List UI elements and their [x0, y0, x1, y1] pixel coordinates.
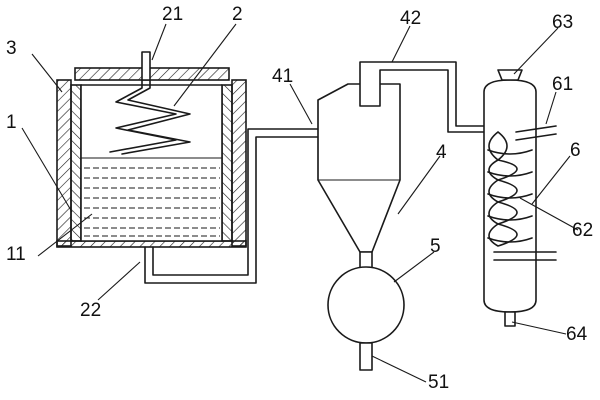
label-63: 63: [552, 12, 573, 33]
cyclone-neck: [359, 251, 373, 269]
label-61: 61: [552, 74, 573, 95]
right-inner-wall: [221, 84, 233, 242]
condenser-shell: [483, 79, 537, 313]
label-4: 4: [436, 142, 447, 163]
inlet-pipe: [141, 51, 151, 81]
label-11: 11: [6, 244, 26, 265]
label-64: 64: [566, 324, 588, 345]
label-41: 41: [272, 66, 293, 87]
left-outer-wall: [56, 79, 72, 247]
collector-drain: [359, 342, 373, 371]
label-62: 62: [572, 220, 593, 241]
vessel-bottom: [56, 240, 247, 248]
part-labels: 3 1 11 21 2 22 41 42 4 5 51 63 61 6 62 6…: [6, 4, 593, 393]
left-inner-wall: [70, 84, 82, 242]
label-5: 5: [430, 236, 441, 257]
coolant-outlet: [493, 251, 557, 261]
right-outer-wall: [231, 79, 247, 247]
cyclone-body: [317, 83, 401, 253]
zigzag-pipe: [109, 79, 191, 155]
label-1: 1: [6, 112, 17, 133]
outlet-pipe: [144, 128, 319, 284]
liquid-layer: [81, 157, 222, 237]
cyclone-separator: [317, 61, 499, 269]
label-22: 22: [80, 300, 101, 321]
reactor-vessel: [56, 51, 319, 284]
vessel-chamber: [80, 84, 223, 242]
label-6: 6: [570, 140, 581, 161]
label-3: 3: [6, 38, 17, 59]
label-2: 2: [232, 4, 243, 25]
label-42: 42: [400, 8, 421, 29]
label-51: 51: [428, 372, 449, 393]
vessel-lid: [74, 67, 230, 81]
coolant-inlet: [515, 125, 557, 141]
condenser-vent: [497, 69, 523, 81]
collector-sphere: [327, 266, 405, 344]
leader-lines: [21, 23, 579, 383]
cooling-coil: [488, 131, 518, 247]
label-21: 21: [162, 4, 183, 25]
collector-vessel: [327, 266, 405, 371]
condenser-drain: [504, 311, 516, 327]
